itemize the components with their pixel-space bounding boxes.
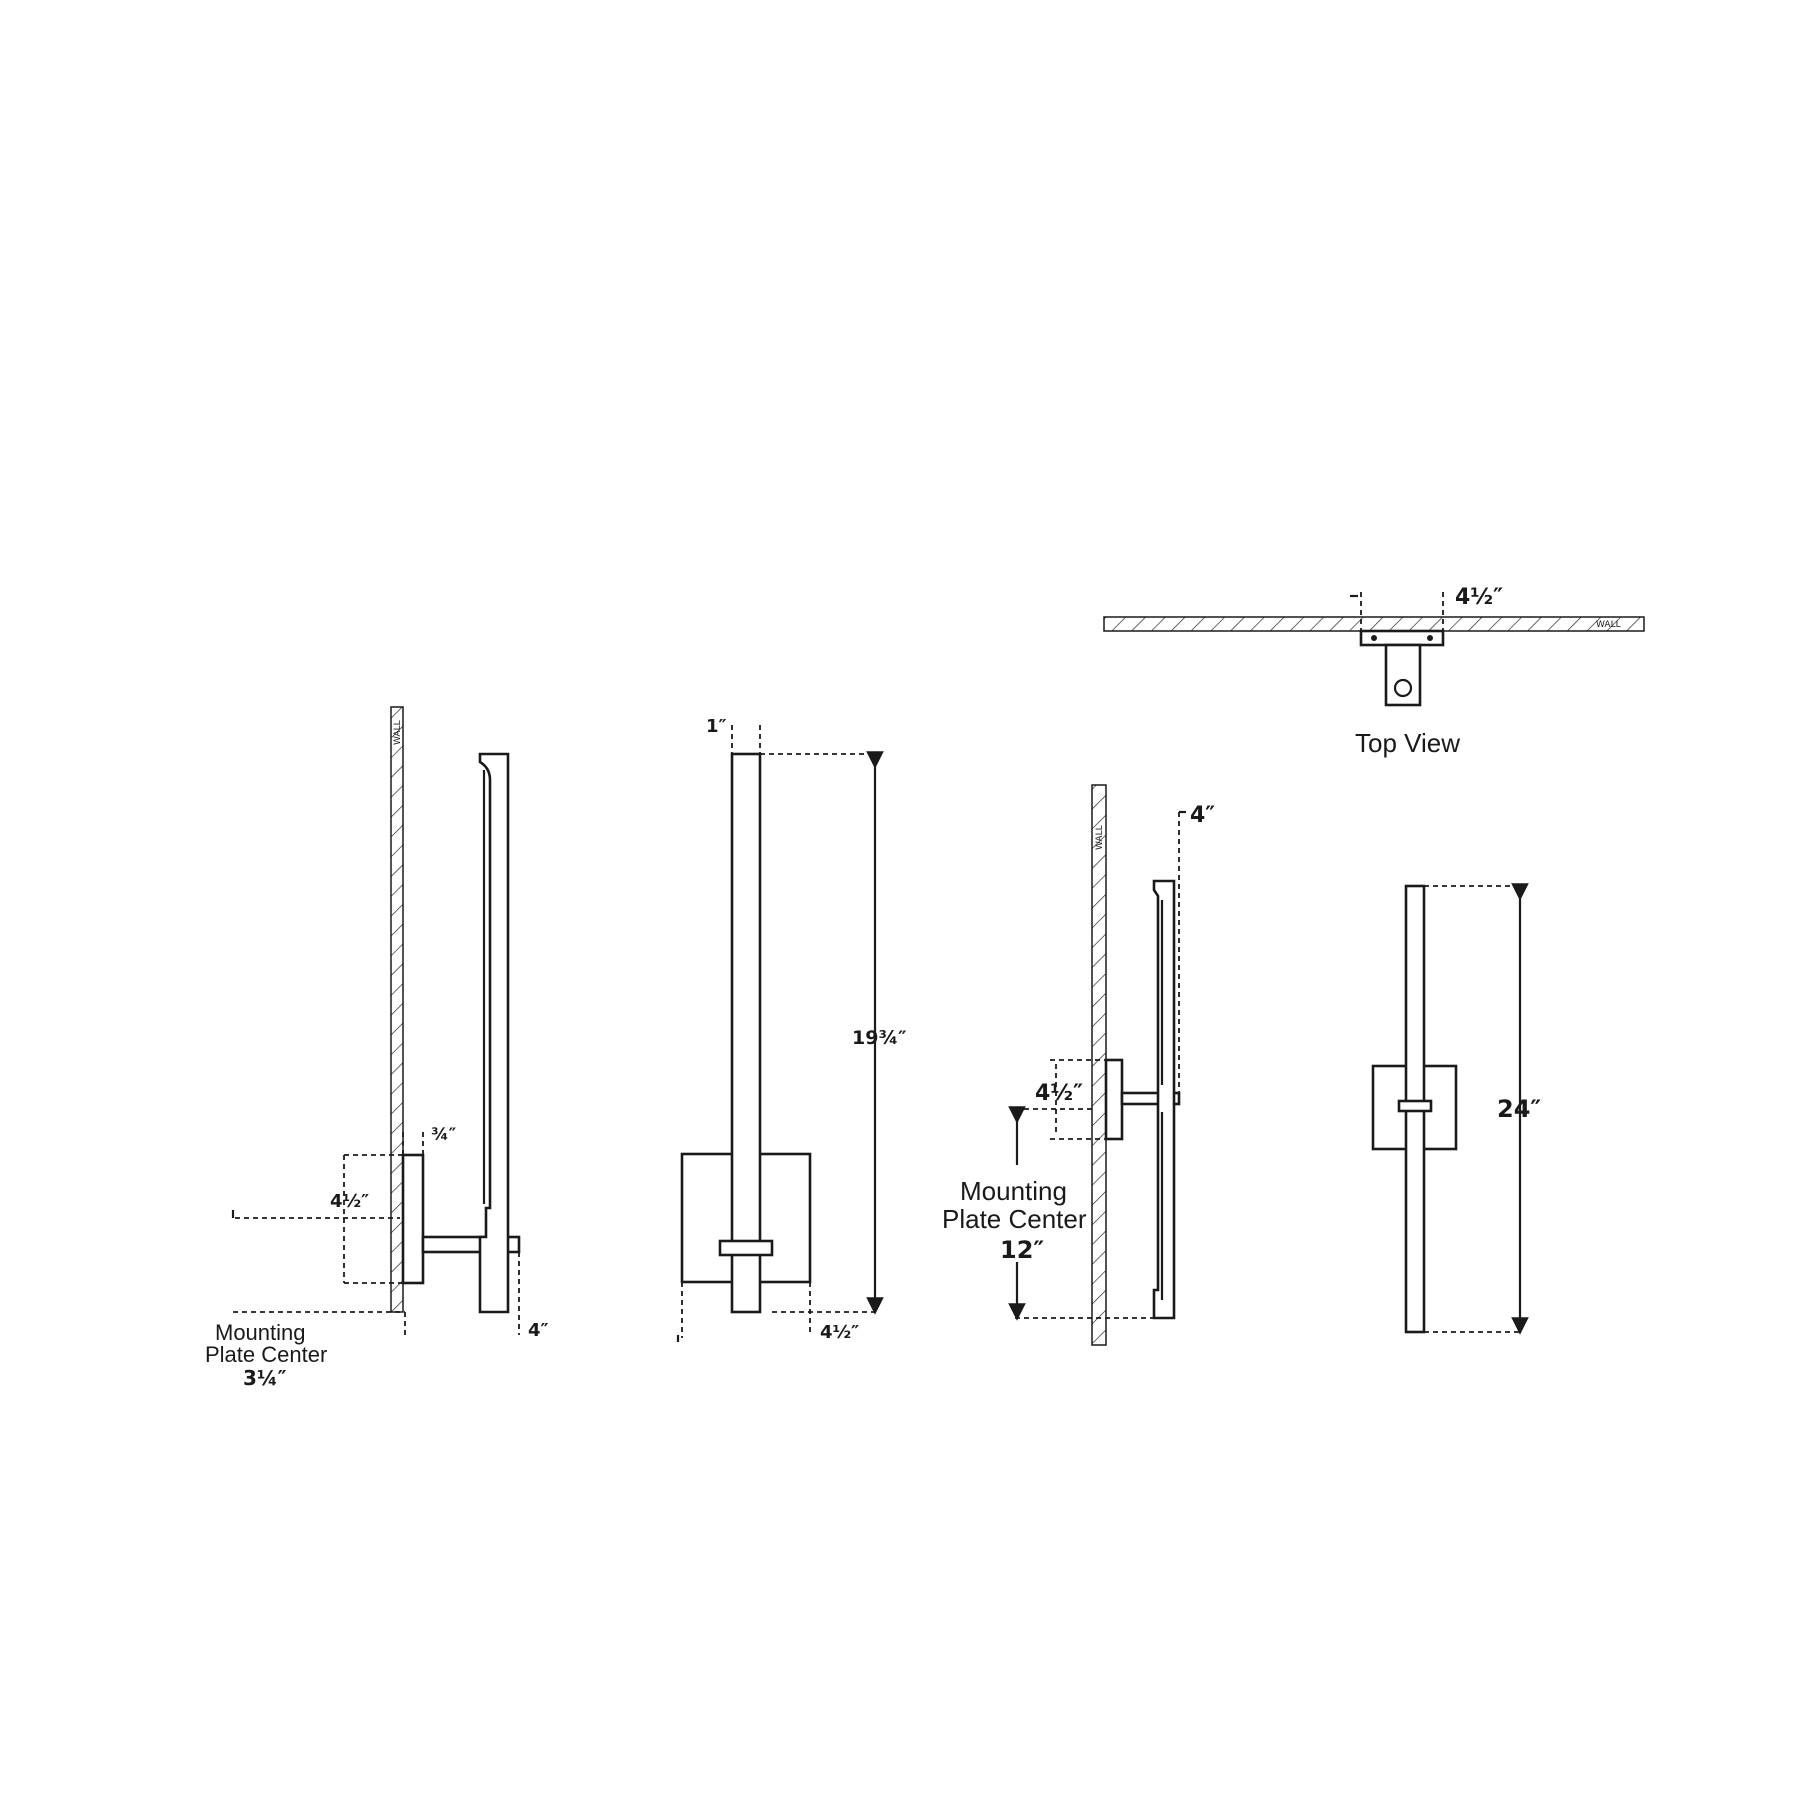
mount-label-line1: Mounting [215,1320,306,1345]
mount-value: 12″ [1000,1236,1044,1264]
front-view-tall: 24″ [1371,883,1541,1335]
mount-label-line2: Plate Center [205,1342,327,1367]
wall-section [1091,784,1107,1346]
fixture-bar [478,752,510,1314]
wall-section [1103,616,1645,632]
wall-label: WALL [393,720,403,745]
dim-plate-depth: ¾″ [431,1125,457,1145]
dim-plate-width: 4½″ [820,1322,859,1343]
dim-height: 19¾″ [852,1027,907,1049]
clamp-band [718,1239,774,1257]
arm [1120,1091,1181,1106]
side-view-left: WALL 4½″ ¾″ 4″ Mounting Plate Center 3¼″ [205,706,549,1390]
top-view: WALL 4½″ Top View [1103,585,1645,758]
fixture-rod [1393,678,1413,698]
dim-width: 4½″ [1455,585,1503,610]
clamp-band [1397,1099,1433,1113]
mount-label-line1: Mounting [960,1176,1067,1206]
mount-label-line2: Plate Center [942,1204,1087,1234]
dim-height: 24″ [1497,1095,1541,1123]
dim-plate-height: 4½″ [330,1191,369,1212]
mount-value: 3¼″ [243,1366,287,1390]
dim-projection: 4″ [528,1320,549,1341]
wall-section [390,706,404,1313]
dim-projection: 4″ [1190,803,1215,828]
fixture-bar [1152,879,1176,1320]
caption: Top View [1355,728,1460,758]
mounting-plate [401,1153,425,1285]
dim-width: 1″ [706,716,727,737]
fixture-bar [730,752,762,1314]
wall-label: WALL [1596,620,1621,630]
mounting-plate [1104,1058,1124,1141]
front-view-short: 1″ 19¾″ 4½″ [676,716,907,1343]
wall-label: WALL [1095,825,1105,850]
dim-plate-height: 4½″ [1035,1081,1083,1106]
side-view-tall: WALL 4″ 4½″ Mounting Plate Center 12″ [942,784,1215,1346]
